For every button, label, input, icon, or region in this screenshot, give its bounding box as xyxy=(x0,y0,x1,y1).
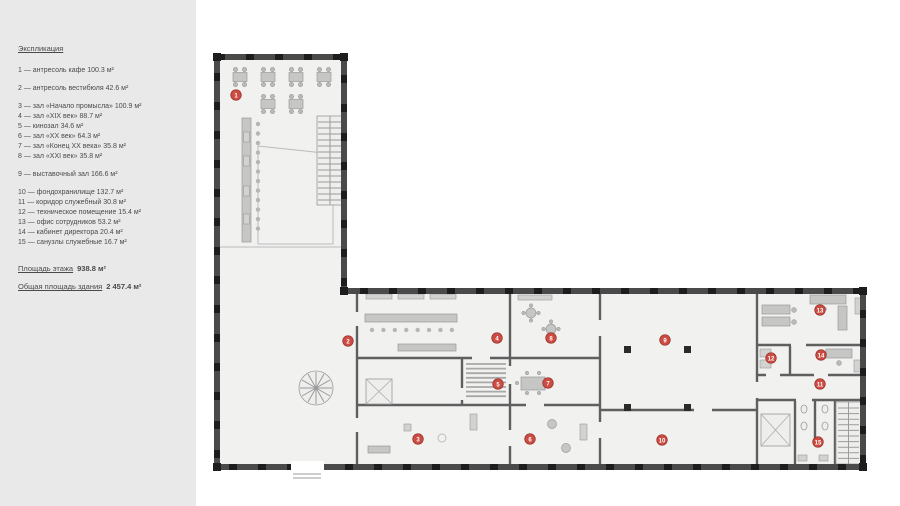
room-marker-10: 10 xyxy=(656,434,668,446)
legend-panel: Экспликация 1 — антресоль кафе 100.3 м² … xyxy=(0,0,196,506)
room-marker-11: 11 xyxy=(814,378,826,390)
room-markers: 1 2 3 4 5 6 7 8 9 xyxy=(230,89,827,448)
room-marker-8: 8 xyxy=(545,332,557,344)
toilet-fixtures xyxy=(797,404,829,462)
room-marker-1: 1 xyxy=(230,89,242,101)
room-marker-9: 9 xyxy=(659,334,671,346)
elevator-1 xyxy=(365,378,393,405)
svg-text:7: 7 xyxy=(546,381,550,387)
legend-item: 1 — антресоль кафе 100.3 м² xyxy=(18,67,114,74)
svg-text:15: 15 xyxy=(815,440,822,446)
legend-item: 3 — зал «Начало промысла» 100.9 м² xyxy=(18,103,142,110)
interior-walls xyxy=(355,292,862,466)
building-interior xyxy=(217,57,863,467)
legend-item: 10 — фондохранилище 132.7 м² xyxy=(18,189,124,196)
staircase-rear xyxy=(835,401,862,465)
bar-counter xyxy=(241,117,261,243)
room-marker-4: 4 xyxy=(491,332,503,344)
room-marker-5: 5 xyxy=(492,378,504,390)
room-marker-14: 14 xyxy=(815,349,827,361)
svg-text:12: 12 xyxy=(768,356,775,362)
legend-item: 13 — офис сотрудников 53.2 м² xyxy=(18,219,121,226)
room-marker-3: 3 xyxy=(412,433,424,445)
total-area-value: 2 457.4 м² xyxy=(106,282,142,291)
svg-text:3: 3 xyxy=(416,437,420,443)
svg-text:5: 5 xyxy=(496,382,500,388)
room-marker-15: 15 xyxy=(812,436,824,448)
svg-text:4: 4 xyxy=(495,336,499,342)
total-area-label: Общая площадь здания xyxy=(18,282,103,291)
legend-item: 5 — кинозал 34.6 м² xyxy=(18,123,84,130)
svg-text:13: 13 xyxy=(817,308,824,314)
legend-item: 4 — зал «XIX век» 88.7 м² xyxy=(18,113,103,120)
svg-text:2: 2 xyxy=(346,339,350,345)
svg-text:11: 11 xyxy=(817,382,824,388)
svg-text:8: 8 xyxy=(549,336,553,342)
cinema-seats xyxy=(466,363,506,398)
columns xyxy=(624,346,691,411)
room-marker-6: 6 xyxy=(524,433,536,445)
legend-item: 2 — антресоль вестибюля 42.6 м² xyxy=(18,85,129,92)
exhibit-counters-room4 xyxy=(364,293,458,352)
legend-item: 7 — зал «Конец XX века» 35.8 м² xyxy=(18,143,126,150)
exhibit-tables-room8 xyxy=(517,294,561,339)
elevator-2 xyxy=(760,413,791,447)
entrance-steps xyxy=(291,461,324,479)
svg-text:1: 1 xyxy=(234,93,238,99)
floor-area-value: 938.8 м² xyxy=(77,264,107,273)
staircase-main xyxy=(316,115,344,206)
svg-text:10: 10 xyxy=(659,438,666,444)
room-marker-13: 13 xyxy=(814,304,826,316)
legend-title: Экспликация xyxy=(18,44,64,53)
svg-text:14: 14 xyxy=(818,353,825,359)
legend-item: 12 — техническое помещение 15.4 м² xyxy=(18,209,142,216)
floor-area-label: Площадь этажа xyxy=(18,264,74,273)
legend-item: 6 — зал «XX век» 64.3 м² xyxy=(18,133,101,140)
legend-item: 11 — коридор служебный 30.8 м² xyxy=(18,199,126,206)
room-marker-12: 12 xyxy=(765,352,777,364)
svg-text:9: 9 xyxy=(663,338,667,344)
office-desks xyxy=(761,294,863,331)
exhibit-cases-room3 xyxy=(367,413,478,454)
svg-text:6: 6 xyxy=(528,437,532,443)
legend-item: 8 — зал «XXI век» 35.8 м² xyxy=(18,153,103,160)
spiral-staircase xyxy=(298,370,334,406)
legend-item: 9 — выставочный зал 166.6 м² xyxy=(18,171,118,178)
room-marker-7: 7 xyxy=(542,377,554,389)
legend-item: 15 — санузлы служебные 16.7 м² xyxy=(18,239,127,246)
exhibit-cases-room6 xyxy=(547,419,588,453)
meeting-table-room7 xyxy=(514,370,546,396)
building-outline xyxy=(213,53,867,471)
room-marker-2: 2 xyxy=(342,335,354,347)
legend-item: 14 — кабинет директора 20.4 м² xyxy=(18,229,123,236)
